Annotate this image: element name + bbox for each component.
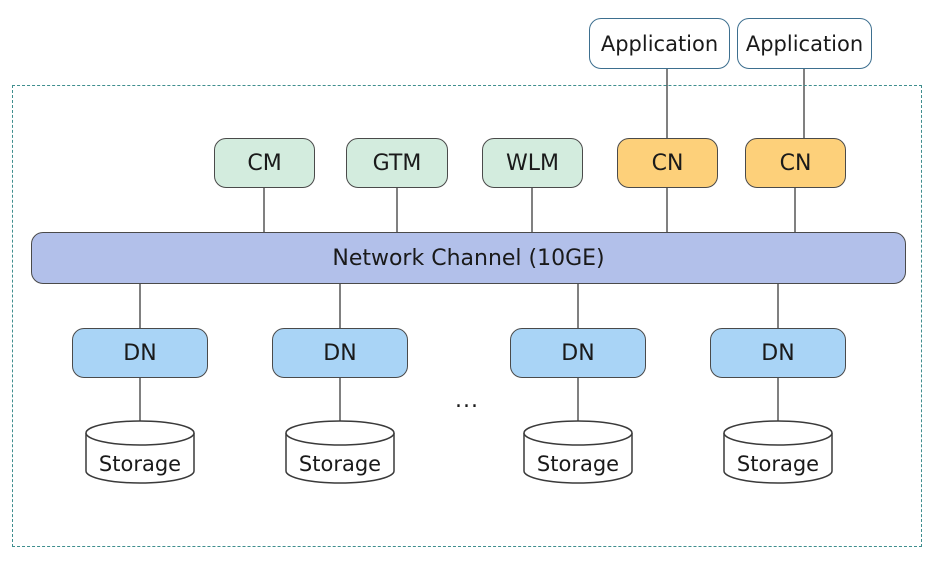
cm-node: CM	[214, 138, 315, 188]
storage-cylinder-2	[285, 420, 395, 484]
cn-label: CN	[779, 150, 812, 176]
storage-label-2: Storage	[286, 449, 394, 479]
storage-label: Storage	[298, 452, 382, 476]
application-node-1: Application	[589, 18, 730, 69]
dn-label: DN	[561, 340, 595, 366]
cn-node-1: CN	[617, 138, 718, 188]
cm-label: CM	[247, 150, 282, 176]
gtm-label: GTM	[372, 150, 422, 176]
cn-label: CN	[651, 150, 684, 176]
dn-label: DN	[323, 340, 357, 366]
cluster-boundary	[12, 85, 922, 547]
cn-node-2: CN	[745, 138, 846, 188]
application-label: Application	[600, 31, 719, 56]
network-channel: Network Channel (10GE)	[31, 232, 906, 284]
dn-label: DN	[123, 340, 157, 366]
storage-label-4: Storage	[724, 449, 832, 479]
dn-node-4: DN	[710, 328, 846, 378]
network-channel-label: Network Channel (10GE)	[332, 245, 605, 271]
application-node-2: Application	[737, 18, 872, 69]
storage-cylinder-4	[723, 420, 833, 484]
storage-label: Storage	[736, 452, 820, 476]
storage-cylinder-1	[85, 420, 195, 484]
storage-label: Storage	[536, 452, 620, 476]
wlm-label: WLM	[506, 150, 559, 176]
dn-node-3: DN	[510, 328, 646, 378]
storage-label: Storage	[98, 452, 182, 476]
dn-node-2: DN	[272, 328, 408, 378]
wlm-node: WLM	[482, 138, 583, 188]
storage-label-3: Storage	[524, 449, 632, 479]
dn-node-1: DN	[72, 328, 208, 378]
application-label: Application	[745, 31, 864, 56]
dn-label: DN	[761, 340, 795, 366]
storage-cylinder-3	[523, 420, 633, 484]
gtm-node: GTM	[346, 138, 448, 188]
storage-label-1: Storage	[86, 449, 194, 479]
ellipsis-more-nodes: ...	[455, 388, 479, 413]
